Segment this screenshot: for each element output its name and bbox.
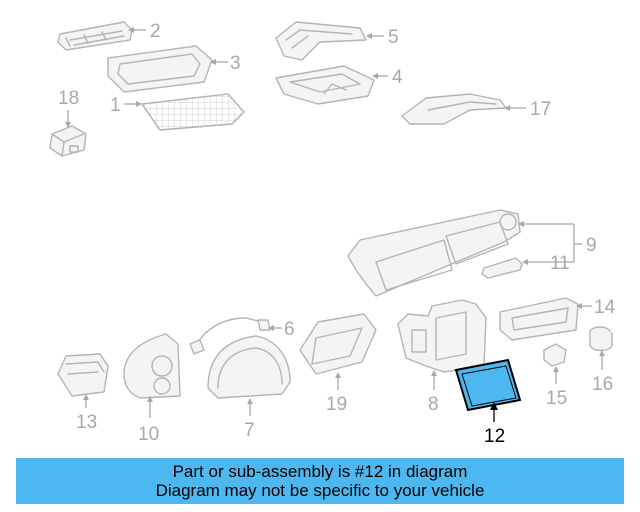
part-9-instrument-panel bbox=[347, 209, 521, 297]
callout-15: 15 bbox=[546, 388, 567, 409]
callout-17: 17 bbox=[530, 99, 551, 120]
callout-8: 8 bbox=[428, 394, 439, 415]
callout-6: 6 bbox=[284, 319, 295, 340]
part-12-display-highlighted bbox=[454, 358, 522, 412]
part-14-glovebox bbox=[499, 297, 579, 341]
callout-4: 4 bbox=[392, 67, 403, 88]
callout-13: 13 bbox=[76, 412, 97, 433]
part-1-grille bbox=[140, 93, 245, 131]
part-19-airbag bbox=[299, 313, 377, 375]
callout-9: 9 bbox=[586, 235, 597, 256]
callout-16: 16 bbox=[592, 374, 613, 395]
callout-1: 1 bbox=[110, 95, 121, 116]
part-16-knob bbox=[589, 326, 613, 352]
part-11-bracket bbox=[481, 257, 523, 279]
banner-line-2: Diagram may not be specific to your vehi… bbox=[155, 481, 485, 500]
callout-3: 3 bbox=[230, 53, 241, 74]
part-6-cable bbox=[189, 317, 271, 355]
part-18-switch bbox=[49, 125, 87, 157]
banner-line-1: Part or sub-assembly is #12 in diagram bbox=[172, 462, 468, 481]
part-3-bezel-frame bbox=[107, 45, 213, 93]
parts-diagram: 2 3 1 18 5 4 17 9 11 6 14 13 10 7 19 8 1… bbox=[49, 21, 616, 447]
callout-2: 2 bbox=[150, 21, 161, 42]
callout-12: 12 bbox=[484, 426, 505, 447]
part-8-center-panel bbox=[397, 299, 487, 373]
info-banner: Part or sub-assembly is #12 in diagram D… bbox=[16, 458, 624, 504]
callout-11: 11 bbox=[550, 253, 570, 274]
callout-7: 7 bbox=[244, 420, 255, 441]
callout-10: 10 bbox=[138, 424, 159, 445]
part-2-vent-trim bbox=[57, 21, 133, 51]
part-10-gauge-housing bbox=[123, 333, 181, 399]
part-13-pocket bbox=[57, 353, 109, 397]
part-17-duct bbox=[401, 93, 507, 125]
leader-lines bbox=[65, 27, 605, 422]
callout-19: 19 bbox=[326, 394, 347, 415]
part-7-cluster bbox=[207, 335, 291, 399]
callout-14: 14 bbox=[594, 297, 616, 318]
callout-18: 18 bbox=[58, 88, 79, 109]
part-15-clip bbox=[543, 343, 567, 367]
part-5-panel bbox=[275, 21, 367, 61]
callout-5: 5 bbox=[388, 27, 399, 48]
part-4-tray bbox=[275, 65, 375, 105]
